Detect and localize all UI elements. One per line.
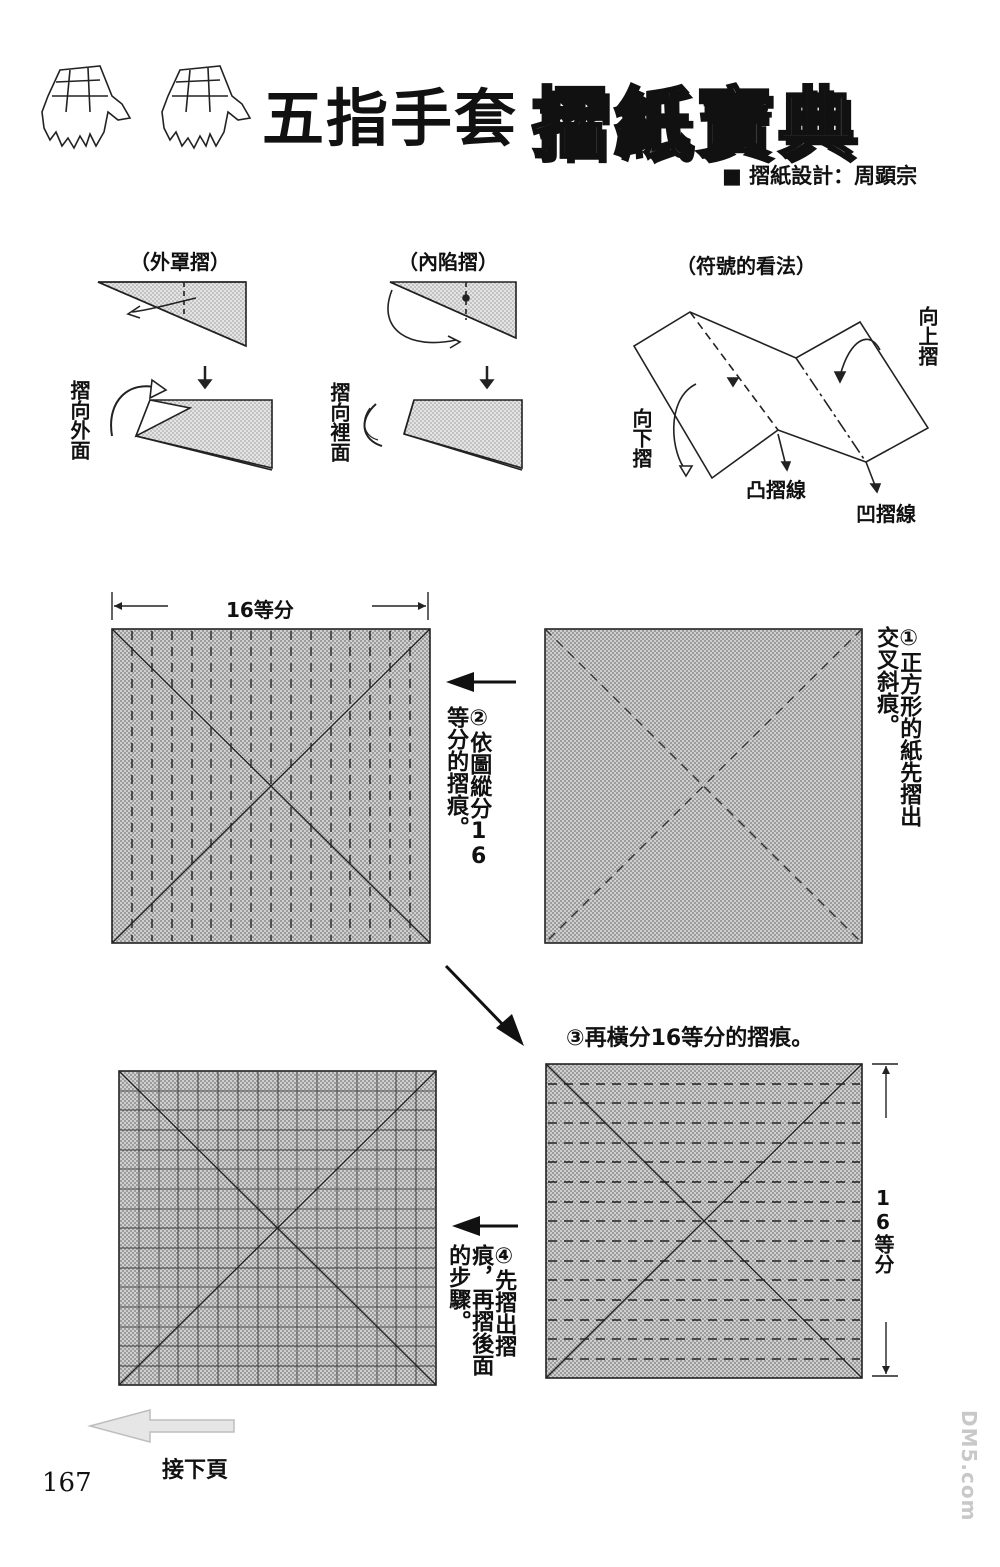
step3-instruction: ③再橫分16等分的摺痕。 [566, 1026, 814, 1051]
fold-down-caption: 向下摺 [629, 408, 653, 468]
step4-instruction: ④先摺出摺痕，再摺後面的步驟。 [445, 1244, 517, 1376]
next-page-label: 接下頁 [162, 1458, 229, 1483]
fold-symbols-diagram [632, 311, 930, 494]
step2-instruction: ②依圖縱分16等分的摺痕。 [443, 706, 492, 869]
next-page-arrow-icon [87, 1409, 235, 1443]
step1-instruction: ①正方形的紙先摺出交叉斜痕。 [873, 626, 922, 827]
step2-square [111, 592, 431, 944]
step2-dimension-label: 16等分 [226, 598, 294, 622]
glove-icon-left [41, 65, 132, 150]
step1-square [544, 628, 863, 944]
mountain-fold-caption: 凸摺線 [746, 478, 806, 502]
fold-symbols-label: （符號的看法） [676, 254, 816, 278]
page-title-emphasis: 摺紙寶典 [531, 78, 860, 170]
outside-reverse-fold-caption: 摺向外面 [67, 380, 91, 460]
page-title: 五指手套 [262, 82, 519, 155]
step3-dimension-label: 16等分 [871, 1186, 895, 1274]
arrow-step2-to-step3 [444, 964, 524, 1046]
inside-reverse-fold-label: （內陷摺） [398, 250, 498, 274]
step3-square [545, 1063, 898, 1379]
watermark: DM5.com [957, 1410, 981, 1522]
outside-reverse-fold-label: （外罩摺） [130, 250, 230, 274]
valley-fold-caption: 凹摺線 [856, 502, 916, 526]
inside-reverse-fold-diagram [363, 281, 523, 471]
inside-reverse-fold-caption: 摺向裡面 [327, 382, 351, 462]
fold-up-caption: 向上摺 [915, 306, 939, 366]
glove-icon-right [161, 65, 252, 150]
page-number: 167 [42, 1468, 92, 1498]
arrow-step3-to-step4 [452, 1216, 518, 1236]
arrow-step1-to-step2 [446, 672, 516, 692]
design-credit: ■ 摺紙設計：周顕宗 [722, 164, 918, 188]
step4-square [118, 1070, 437, 1386]
outside-reverse-fold-diagram [97, 281, 273, 471]
